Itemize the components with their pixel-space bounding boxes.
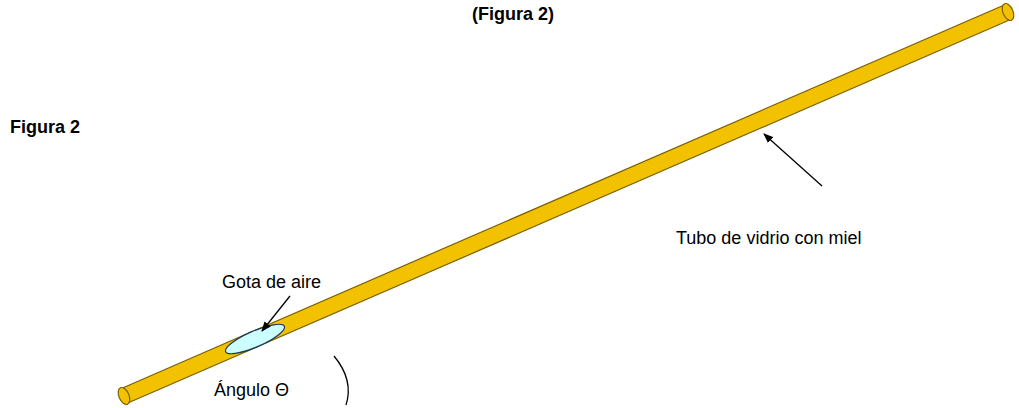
figure-title: Figura 2 bbox=[10, 117, 80, 139]
glass-tube bbox=[121, 5, 1011, 404]
leader-arrow bbox=[262, 296, 290, 331]
part-label: Gota de aire bbox=[222, 272, 321, 294]
leader-arrow bbox=[764, 134, 822, 186]
angle-label: Ángulo Θ bbox=[214, 380, 289, 402]
figure-reference: (Figura 2) bbox=[472, 4, 554, 26]
tube-end-cap bbox=[1000, 2, 1016, 22]
angle-arc bbox=[334, 356, 348, 405]
air-bubble bbox=[222, 319, 287, 359]
part-label: Tubo de vidrio con miel bbox=[676, 228, 861, 250]
tube-end-cap bbox=[116, 386, 132, 406]
